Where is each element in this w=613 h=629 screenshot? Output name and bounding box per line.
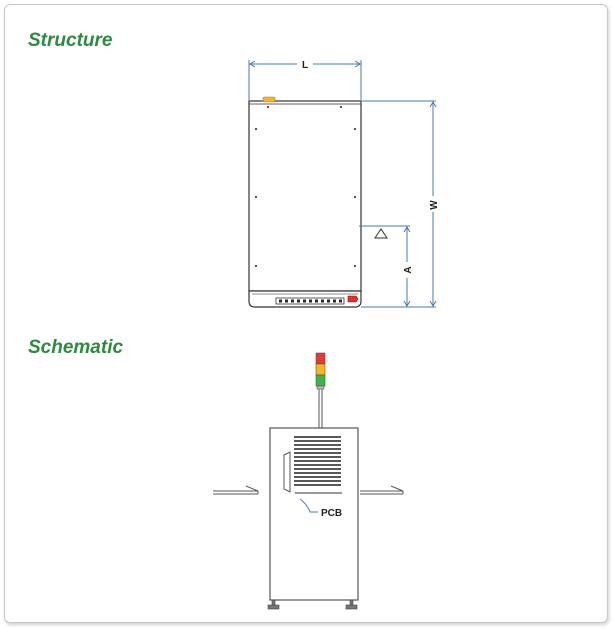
pcb-label: PCB: [321, 508, 342, 519]
cabinet-feet: [267, 599, 358, 610]
left-conveyor: [213, 485, 259, 495]
pcb-callout-line: [299, 498, 318, 513]
length-label: L: [302, 60, 308, 71]
structure-diagram: L: [248, 60, 440, 308]
signal-tower-green-light: [315, 374, 326, 387]
signal-tower: [315, 352, 326, 428]
mounting-screws: [254, 105, 357, 268]
schematic-heading: Schematic: [28, 337, 124, 358]
signal-tower-amber-light: [315, 363, 326, 376]
red-indicator-icon: [347, 295, 359, 303]
machine-body-top-view: [248, 100, 362, 292]
schematic-diagram: PCB: [213, 352, 404, 610]
right-conveyor: [360, 485, 404, 495]
signal-lamp-icon: [262, 96, 276, 103]
a-dimension: [359, 225, 411, 307]
vent-grille: [294, 436, 341, 486]
length-dimension: [248, 60, 362, 100]
a-label: A: [403, 266, 414, 273]
signal-tower-red-light: [315, 352, 326, 365]
width-dimension: [361, 100, 437, 308]
reference-triangle-icon: [374, 228, 388, 239]
handle-icon: [283, 451, 291, 493]
width-label: W: [429, 200, 440, 210]
structure-heading: Structure: [28, 30, 113, 51]
control-strip-buttons: [279, 299, 342, 303]
